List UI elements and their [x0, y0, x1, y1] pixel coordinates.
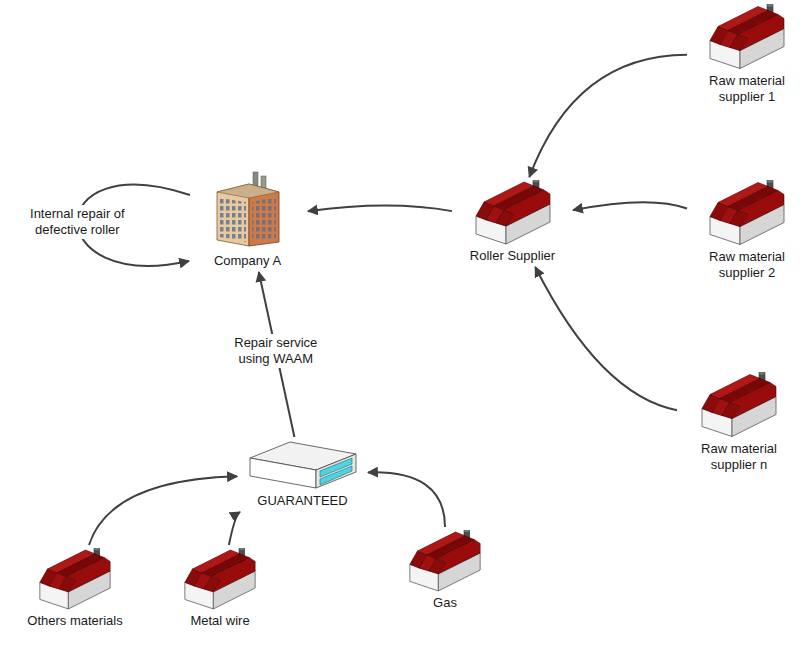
- factory-icon: [182, 548, 258, 610]
- raw-material-supplier-node: Raw material supplier n: [680, 372, 798, 473]
- flow-arrow: [535, 267, 677, 410]
- node-label: Others materials: [27, 613, 122, 629]
- raw-material-supplier-node: Raw material supplier 1: [690, 4, 804, 105]
- guaranteed-device-node: GUARANTEED: [240, 440, 365, 509]
- device-icon: [248, 440, 358, 490]
- flow-arrow: [308, 206, 452, 212]
- node-label: Raw material supplier n: [680, 441, 798, 473]
- factory-icon: [707, 4, 787, 70]
- factory-icon: [473, 180, 553, 245]
- node-label: Company A: [214, 253, 281, 269]
- node-label: Metal wire: [190, 613, 249, 629]
- node-label: GUARANTEED: [257, 493, 347, 509]
- company-building-node: Company A: [190, 170, 305, 269]
- node-label: Roller Supplier: [470, 248, 555, 264]
- flow-arrow: [89, 476, 237, 545]
- material-supplier-node: Gas: [395, 530, 495, 611]
- material-supplier-node: Others materials: [15, 548, 135, 629]
- flow-arrow: [229, 512, 240, 545]
- edge-label: Internal repair of defective roller: [19, 205, 135, 239]
- factory-icon: [707, 180, 787, 246]
- material-supplier-node: Metal wire: [170, 548, 270, 629]
- building-icon: [213, 170, 283, 250]
- node-label: Gas: [433, 595, 457, 611]
- raw-material-supplier-node: Raw material supplier 2: [690, 180, 804, 281]
- roller-supplier-node: Roller Supplier: [455, 180, 570, 264]
- factory-icon: [37, 548, 113, 610]
- flow-arrow: [573, 202, 687, 210]
- node-label: Raw material supplier 1: [690, 73, 804, 105]
- flow-arrow: [368, 472, 445, 527]
- factory-icon: [699, 372, 779, 438]
- node-label: Raw material supplier 2: [690, 249, 804, 281]
- edge-label: Repair service using WAAM: [218, 334, 334, 368]
- factory-icon: [407, 530, 483, 592]
- flow-arrow: [529, 55, 687, 177]
